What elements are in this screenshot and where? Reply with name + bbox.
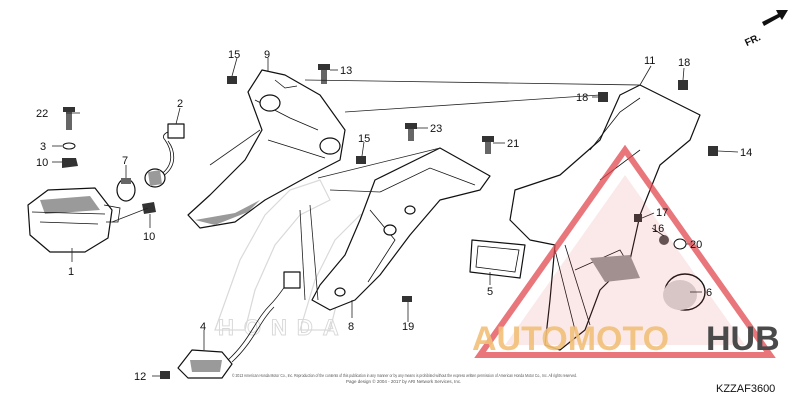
callout-20: 20 <box>690 239 702 251</box>
part-18-clip-left <box>598 92 608 102</box>
callout-labels: 1 2 3 4 5 6 7 8 9 10 10 11 12 13 14 15 1… <box>36 49 752 383</box>
diagram-code: KZZAF3600 <box>716 383 775 395</box>
part-18-clip-right <box>678 80 688 90</box>
part-4-license-light <box>177 271 301 379</box>
callout-10-upper: 10 <box>36 157 48 169</box>
watermark-triangle <box>474 144 776 358</box>
callout-12: 12 <box>134 371 146 383</box>
front-arrow-icon <box>762 10 788 26</box>
callout-5: 5 <box>487 286 493 298</box>
callout-16: 16 <box>652 223 664 235</box>
copyright-line-2: Page design © 2004 - 2017 by ARI Network… <box>346 378 461 384</box>
part-15-screw-lower <box>356 156 366 164</box>
callout-8: 8 <box>348 321 354 333</box>
copyright-line-1: © 2013 American Honda Motor Co., Inc. Re… <box>232 372 577 378</box>
honda-logo-text: HONDA <box>218 315 349 340</box>
callout-22: 22 <box>36 108 48 120</box>
callout-14: 14 <box>740 147 752 159</box>
part-15-screw-upper <box>227 76 237 84</box>
callout-2: 2 <box>177 98 183 110</box>
part-8-bracket <box>311 147 491 311</box>
part-21-bolt <box>482 136 494 154</box>
part-23-bolt <box>405 123 417 141</box>
part-2-socket-harness <box>144 123 185 188</box>
part-12-screw <box>160 371 170 379</box>
callout-6: 6 <box>706 287 712 299</box>
part-17-nut <box>634 214 642 222</box>
callout-23: 23 <box>430 123 442 135</box>
part-5-reflector <box>469 239 526 279</box>
callout-13: 13 <box>340 65 352 77</box>
part-14-bolt <box>708 146 718 156</box>
callout-10-lower: 10 <box>143 231 155 243</box>
part-7-bulb <box>116 178 136 202</box>
part-3-washer <box>62 142 76 150</box>
part-19-bolt <box>402 296 412 302</box>
part-1-tail-lamp <box>27 187 121 253</box>
part-6-seal <box>663 273 706 311</box>
callout-9: 9 <box>264 49 270 61</box>
front-label: FR. <box>743 32 762 49</box>
callout-18-left: 18 <box>576 92 588 104</box>
callout-11: 11 <box>644 55 655 67</box>
callout-4: 4 <box>200 321 206 333</box>
part-10-nut-lower <box>142 202 156 214</box>
callout-21: 21 <box>507 138 519 150</box>
part-16-collar <box>659 235 669 245</box>
automotohub-watermark: AUTOMOTO HUB <box>472 144 780 358</box>
watermark-text-right: HUB <box>706 320 780 358</box>
callout-7: 7 <box>122 155 128 167</box>
assembly-lines <box>111 79 641 301</box>
callout-19: 19 <box>402 321 414 333</box>
callout-3: 3 <box>40 141 46 153</box>
part-9-rear-cover <box>187 69 346 229</box>
callout-18-right: 18 <box>678 57 690 69</box>
callout-1: 1 <box>68 266 74 278</box>
callout-15-lower: 15 <box>358 133 370 145</box>
part-10-nut-upper <box>62 158 78 168</box>
honda-wing-logo: HONDA <box>214 179 391 341</box>
part-13-bolt <box>318 64 330 84</box>
watermark-text-left: AUTOMOTO <box>472 320 669 358</box>
part-22-bolt <box>63 107 75 130</box>
callout-15-upper: 15 <box>228 49 240 61</box>
callout-17: 17 <box>656 207 668 219</box>
front-direction-indicator: FR. <box>743 10 788 49</box>
